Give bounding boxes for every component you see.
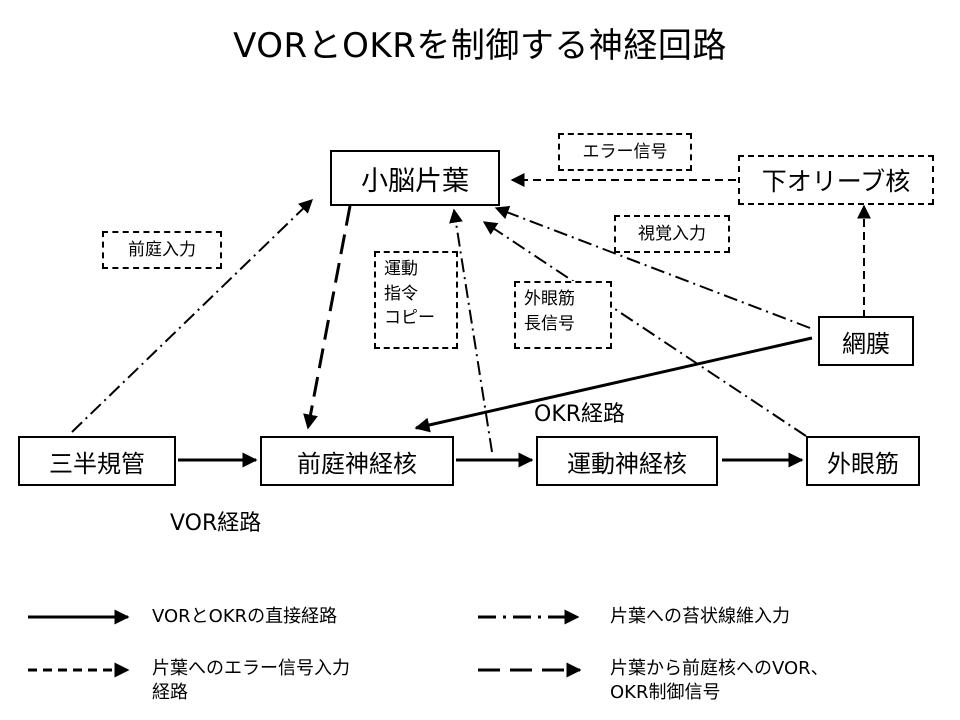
vor-pathway-label: VOR経路	[170, 511, 262, 536]
mossy-input-eye-muscle-length	[482, 221, 807, 437]
legend-long-dash-text: 片葉から前庭核へのVOR、 OKR制御信号	[610, 657, 829, 706]
tag-visual-input: 視覚入力	[614, 215, 730, 253]
control-signal-cerebellum-to-vestibular	[303, 205, 352, 430]
tag-vestibular-input: 前庭入力	[102, 231, 222, 269]
tag-motor-copy-line-1: 運動	[384, 259, 418, 279]
mossy-input-visual	[494, 205, 811, 329]
node-motor-nucleus: 運動神経核	[536, 436, 718, 486]
diagram-title: VORとOKRを制御する神経回路	[233, 26, 727, 66]
legend-long-dash-line-2: OKR制御信号	[610, 682, 721, 704]
legend-dashed-text: 片葉へのエラー信号入力 経路	[152, 657, 350, 706]
node-inferior-olive: 下オリーブ核	[738, 155, 934, 205]
node-cerebellum: 小脳片葉	[330, 150, 500, 206]
node-retina: 網膜	[818, 316, 914, 366]
tag-motor-command-copy: 運動 指令 コピー	[374, 251, 458, 349]
tag-error-signal: エラー信号	[558, 133, 692, 171]
legend-dashed-line-2: 経路	[152, 682, 188, 704]
mossy-input-vestibular	[71, 199, 314, 433]
tag-eye-muscle-length-signal: 外眼筋 長信号	[514, 281, 612, 349]
node-vestibular-nucleus: 前庭神経核	[260, 436, 454, 486]
tag-eom-length-line-2: 長信号	[524, 313, 575, 334]
tag-motor-copy-line-3: コピー	[384, 308, 435, 329]
legend-dash-dot-text: 片葉への苔状線維入力	[610, 606, 790, 627]
tag-eom-length-line-1: 外眼筋	[524, 289, 575, 309]
tag-motor-copy-line-2: 指令	[384, 283, 418, 304]
legend-solid-text: VORとOKRの直接経路	[152, 606, 338, 627]
node-eye-muscle: 外眼筋	[806, 436, 920, 486]
legend-dashed-line-1: 片葉へのエラー信号入力	[152, 658, 350, 679]
legend-long-dash-line-1: 片葉から前庭核へのVOR、	[610, 658, 829, 679]
node-semicircular-canal: 三半規管	[18, 436, 176, 486]
okr-pathway-label: OKR経路	[534, 402, 626, 427]
okr-path-retina-to-vestibular	[414, 336, 813, 433]
